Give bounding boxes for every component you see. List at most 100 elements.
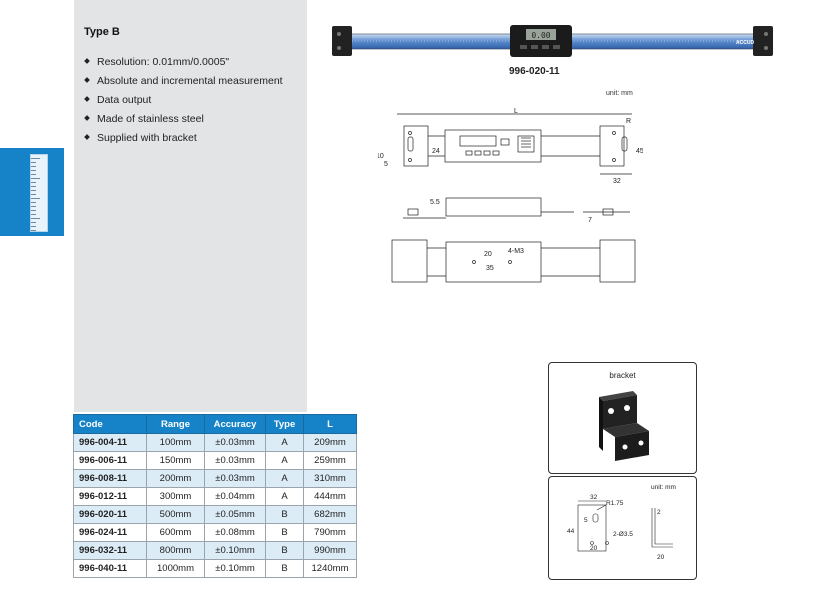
- svg-text:20: 20: [484, 251, 492, 258]
- code-cell: 996-006-11: [73, 451, 147, 470]
- svg-text:20: 20: [657, 554, 665, 561]
- svg-text:2-Ø3.5: 2-Ø3.5: [613, 531, 633, 538]
- ruler-tick: [31, 158, 40, 159]
- feature-item: Absolute and incremental measurement: [84, 74, 283, 93]
- col-header-accuracy: Accuracy: [204, 414, 266, 434]
- length-cell: 790mm: [303, 523, 357, 542]
- accuracy-cell: ±0.08mm: [204, 523, 266, 542]
- length-cell: 259mm: [303, 451, 357, 470]
- scale-ruler-icon: [30, 154, 48, 232]
- svg-text:L: L: [514, 108, 518, 115]
- type-cell: B: [265, 541, 304, 560]
- range-cell: 600mm: [146, 523, 205, 542]
- col-header-code: Code: [73, 414, 147, 434]
- ruler-tab-icon: [0, 148, 64, 236]
- linear-scale-image: 0.00 ACCUD: [332, 25, 773, 57]
- ruler-tick: [31, 186, 36, 187]
- svg-text:44: 44: [567, 528, 575, 535]
- range-cell: 500mm: [146, 505, 205, 524]
- svg-text:24: 24: [432, 148, 440, 155]
- ruler-tick: [31, 214, 36, 215]
- code-cell: 996-024-11: [73, 523, 147, 542]
- feature-item: Supplied with bracket: [84, 131, 283, 150]
- feature-item: Made of stainless steel: [84, 112, 283, 131]
- type-cell: A: [265, 487, 304, 506]
- ruler-tick: [31, 166, 36, 167]
- unit-label: unit: mm: [606, 90, 633, 97]
- length-cell: 209mm: [303, 433, 357, 452]
- ruler-tick: [31, 202, 36, 203]
- svg-text:35: 35: [486, 265, 494, 272]
- svg-text:5: 5: [584, 517, 588, 524]
- ruler-tick: [31, 190, 36, 191]
- accuracy-cell: ±0.03mm: [204, 451, 266, 470]
- type-cell: B: [265, 505, 304, 524]
- feature-item: Data output: [84, 93, 283, 112]
- col-header-l: L: [303, 414, 357, 434]
- feature-list: Resolution: 0.01mm/0.0005" Absolute and …: [84, 55, 283, 150]
- svg-text:R1.75: R1.75: [606, 500, 624, 507]
- type-cell: A: [265, 469, 304, 488]
- ruler-tick: [31, 222, 36, 223]
- left-gray-panel: [74, 0, 307, 412]
- svg-text:0.00: 0.00: [531, 31, 550, 40]
- svg-text:5.5: 5.5: [430, 199, 440, 206]
- svg-text:45: 45: [636, 148, 643, 155]
- accuracy-cell: ±0.10mm: [204, 559, 266, 578]
- range-cell: 300mm: [146, 487, 205, 506]
- range-cell: 100mm: [146, 433, 205, 452]
- accuracy-cell: ±0.05mm: [204, 505, 266, 524]
- length-cell: 310mm: [303, 469, 357, 488]
- col-header-type: Type: [265, 414, 304, 434]
- bullet-icon: [84, 96, 90, 102]
- svg-text:10: 10: [378, 153, 384, 160]
- bracket-unit-label: unit: mm: [651, 484, 676, 491]
- code-cell: 996-008-11: [73, 469, 147, 488]
- ruler-tick: [31, 162, 36, 163]
- svg-text:32: 32: [613, 178, 621, 185]
- table-header-row: Code Range Accuracy Type L: [73, 414, 357, 434]
- col-header-range: Range: [146, 414, 205, 434]
- range-cell: 200mm: [146, 469, 205, 488]
- ruler-tick: [31, 230, 36, 231]
- range-cell: 1000mm: [146, 559, 205, 578]
- type-cell: B: [265, 523, 304, 542]
- svg-text:5: 5: [384, 161, 388, 168]
- code-cell: 996-020-11: [73, 505, 147, 524]
- svg-text:R: R: [626, 118, 631, 125]
- accuracy-cell: ±0.10mm: [204, 541, 266, 560]
- ruler-tick: [31, 194, 36, 195]
- ruler-tick: [31, 170, 36, 171]
- code-cell: 996-012-11: [73, 487, 147, 506]
- type-cell: A: [265, 433, 304, 452]
- ruler-tick: [31, 210, 36, 211]
- type-cell: B: [265, 559, 304, 578]
- svg-text:2: 2: [657, 509, 661, 516]
- length-cell: 990mm: [303, 541, 357, 560]
- bracket-drawing-box: unit: mm 32 R1.75 5 44 2-Ø3.5 20 2 20: [548, 476, 697, 580]
- accuracy-cell: ±0.03mm: [204, 469, 266, 488]
- ruler-tick: [31, 198, 40, 199]
- bullet-icon: [84, 134, 90, 140]
- bullet-icon: [84, 115, 90, 121]
- feature-item: Resolution: 0.01mm/0.0005": [84, 55, 283, 74]
- bracket-photo-image: [599, 391, 649, 461]
- bracket-photo-box: bracket: [548, 362, 697, 474]
- svg-text:ACCUD: ACCUD: [736, 40, 754, 46]
- bullet-icon: [84, 58, 90, 64]
- ruler-tick: [31, 206, 36, 207]
- range-cell: 150mm: [146, 451, 205, 470]
- svg-text:20: 20: [590, 545, 598, 552]
- range-cell: 800mm: [146, 541, 205, 560]
- length-cell: 1240mm: [303, 559, 357, 578]
- technical-drawing: L 10 5 24 45 32 R 5.5 7 20 4-M3 35: [378, 108, 643, 283]
